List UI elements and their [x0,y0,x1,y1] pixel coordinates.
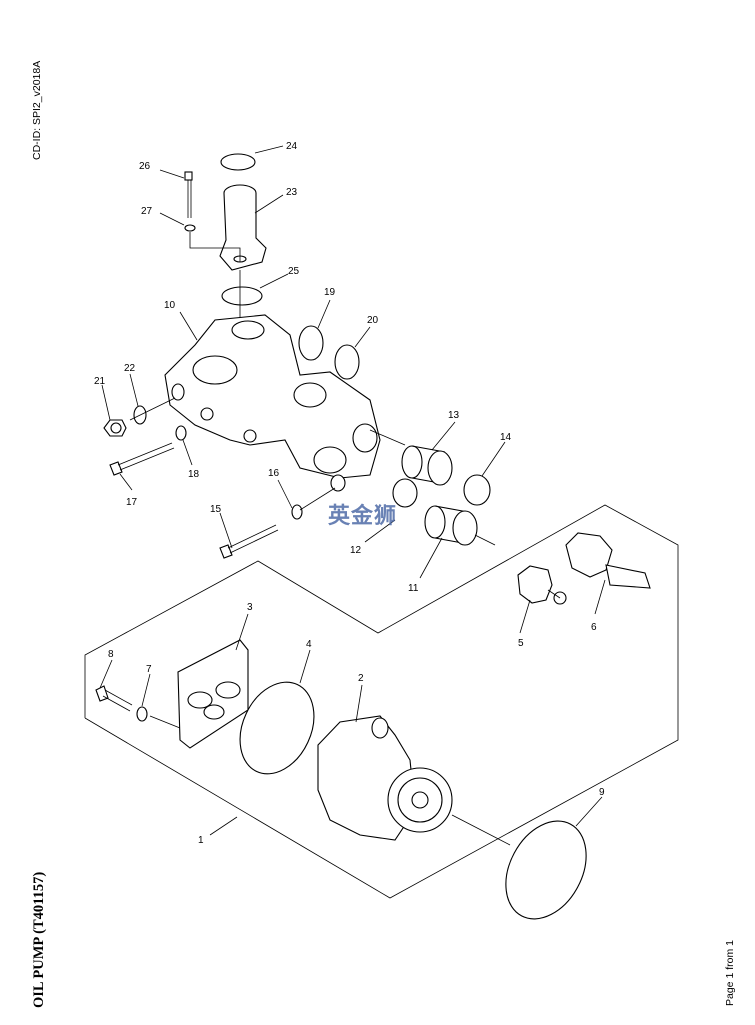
part-27-washer [184,224,196,232]
callout-11: 11 [408,583,419,594]
callout-26: 26 [139,161,151,172]
callout-8: 8 [108,649,114,660]
part-13-sleeve [401,445,453,486]
part-17-bolt [109,442,175,476]
part-19-oring [298,325,324,361]
callout-20: 20 [367,315,379,326]
part-5-gear [517,565,567,605]
part-9-oring [505,820,587,920]
callout-25: 25 [288,266,300,277]
callout-24: 24 [286,141,298,152]
callout-4: 4 [306,639,312,650]
callout-13: 13 [448,410,460,421]
part-18-washer [175,425,187,441]
leader-lines [99,145,606,836]
callout-numbers: 1 2 3 4 5 6 7 8 9 10 11 12 13 14 15 16 1… [94,141,605,846]
part-21-plug [103,419,127,437]
callout-21: 21 [94,376,106,387]
part-10-housing [164,314,381,492]
callout-1: 1 [198,835,204,846]
part-16-washer [291,504,303,520]
part-7-washer [136,706,148,722]
part-3-cover [177,639,249,749]
callout-23: 23 [286,187,298,198]
callout-3: 3 [247,602,253,613]
part-26-bolt [184,171,193,218]
watermark-logo: 英金狮 [328,504,398,529]
callout-27: 27 [141,206,153,217]
part-4-gasket [239,681,315,775]
callout-17: 17 [126,497,138,508]
assembly-outline [84,504,679,899]
part-2-pump-body [317,715,453,841]
callout-10: 10 [164,300,176,311]
callout-16: 16 [268,468,280,479]
callout-2: 2 [358,673,364,684]
part-14-oring [463,474,491,506]
part-25-oring [221,286,263,306]
part-12-oring [392,478,418,508]
callout-5: 5 [518,638,524,649]
callout-22: 22 [124,363,136,374]
callout-19: 19 [324,287,336,298]
callout-7: 7 [146,664,152,675]
part-8-bolt [95,685,133,712]
part-15-bolt [219,524,279,559]
part-11-sleeve [424,505,478,546]
part-20-oring [334,344,360,380]
part-24-oring [220,153,256,171]
callout-15: 15 [210,504,222,515]
callout-9: 9 [599,787,605,798]
part-6-gear-shaft [565,532,651,589]
callout-18: 18 [188,469,200,480]
callout-6: 6 [591,622,597,633]
callout-12: 12 [350,545,362,556]
part-23-pipe [219,184,267,271]
callout-14: 14 [500,432,512,443]
